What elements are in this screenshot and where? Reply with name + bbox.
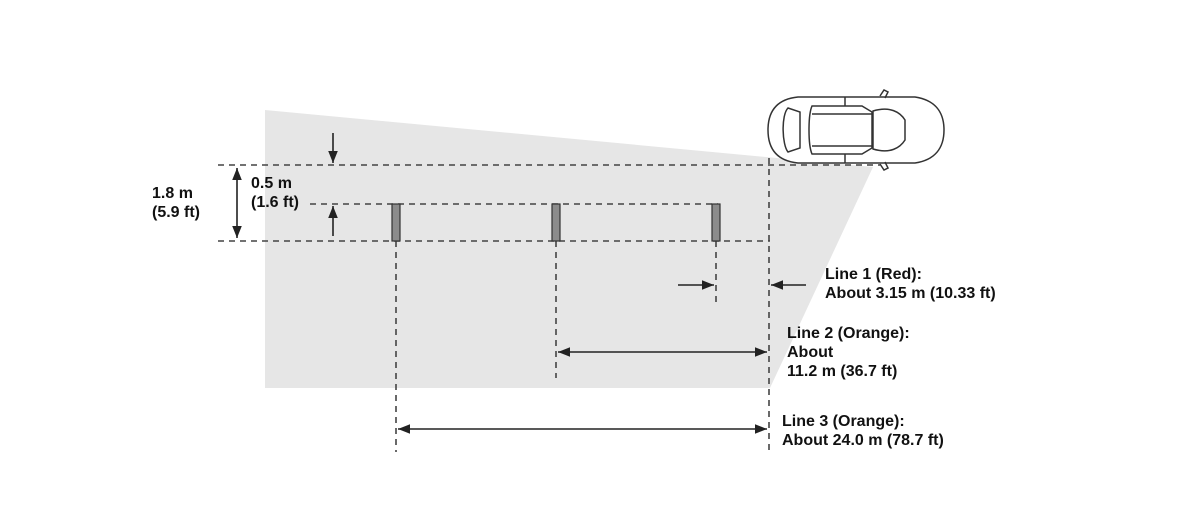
height-offset-label: 0.5 m (1.6 ft) bbox=[251, 175, 299, 211]
marker-pole-icon bbox=[551, 203, 561, 242]
line2-label: Line 2 (Orange): About 11.2 m (36.7 ft) bbox=[787, 325, 910, 380]
marker-pole-icon bbox=[391, 203, 401, 242]
line3-label: Line 3 (Orange): About 24.0 m (78.7 ft) bbox=[782, 413, 944, 449]
height-total-label: 1.8 m (5.9 ft) bbox=[152, 185, 200, 221]
marker-pole-icon bbox=[711, 203, 721, 242]
coverage-zone bbox=[265, 110, 873, 388]
line1-label: Line 1 (Red): About 3.15 m (10.33 ft) bbox=[825, 266, 996, 302]
car-top-view-icon bbox=[767, 89, 945, 171]
